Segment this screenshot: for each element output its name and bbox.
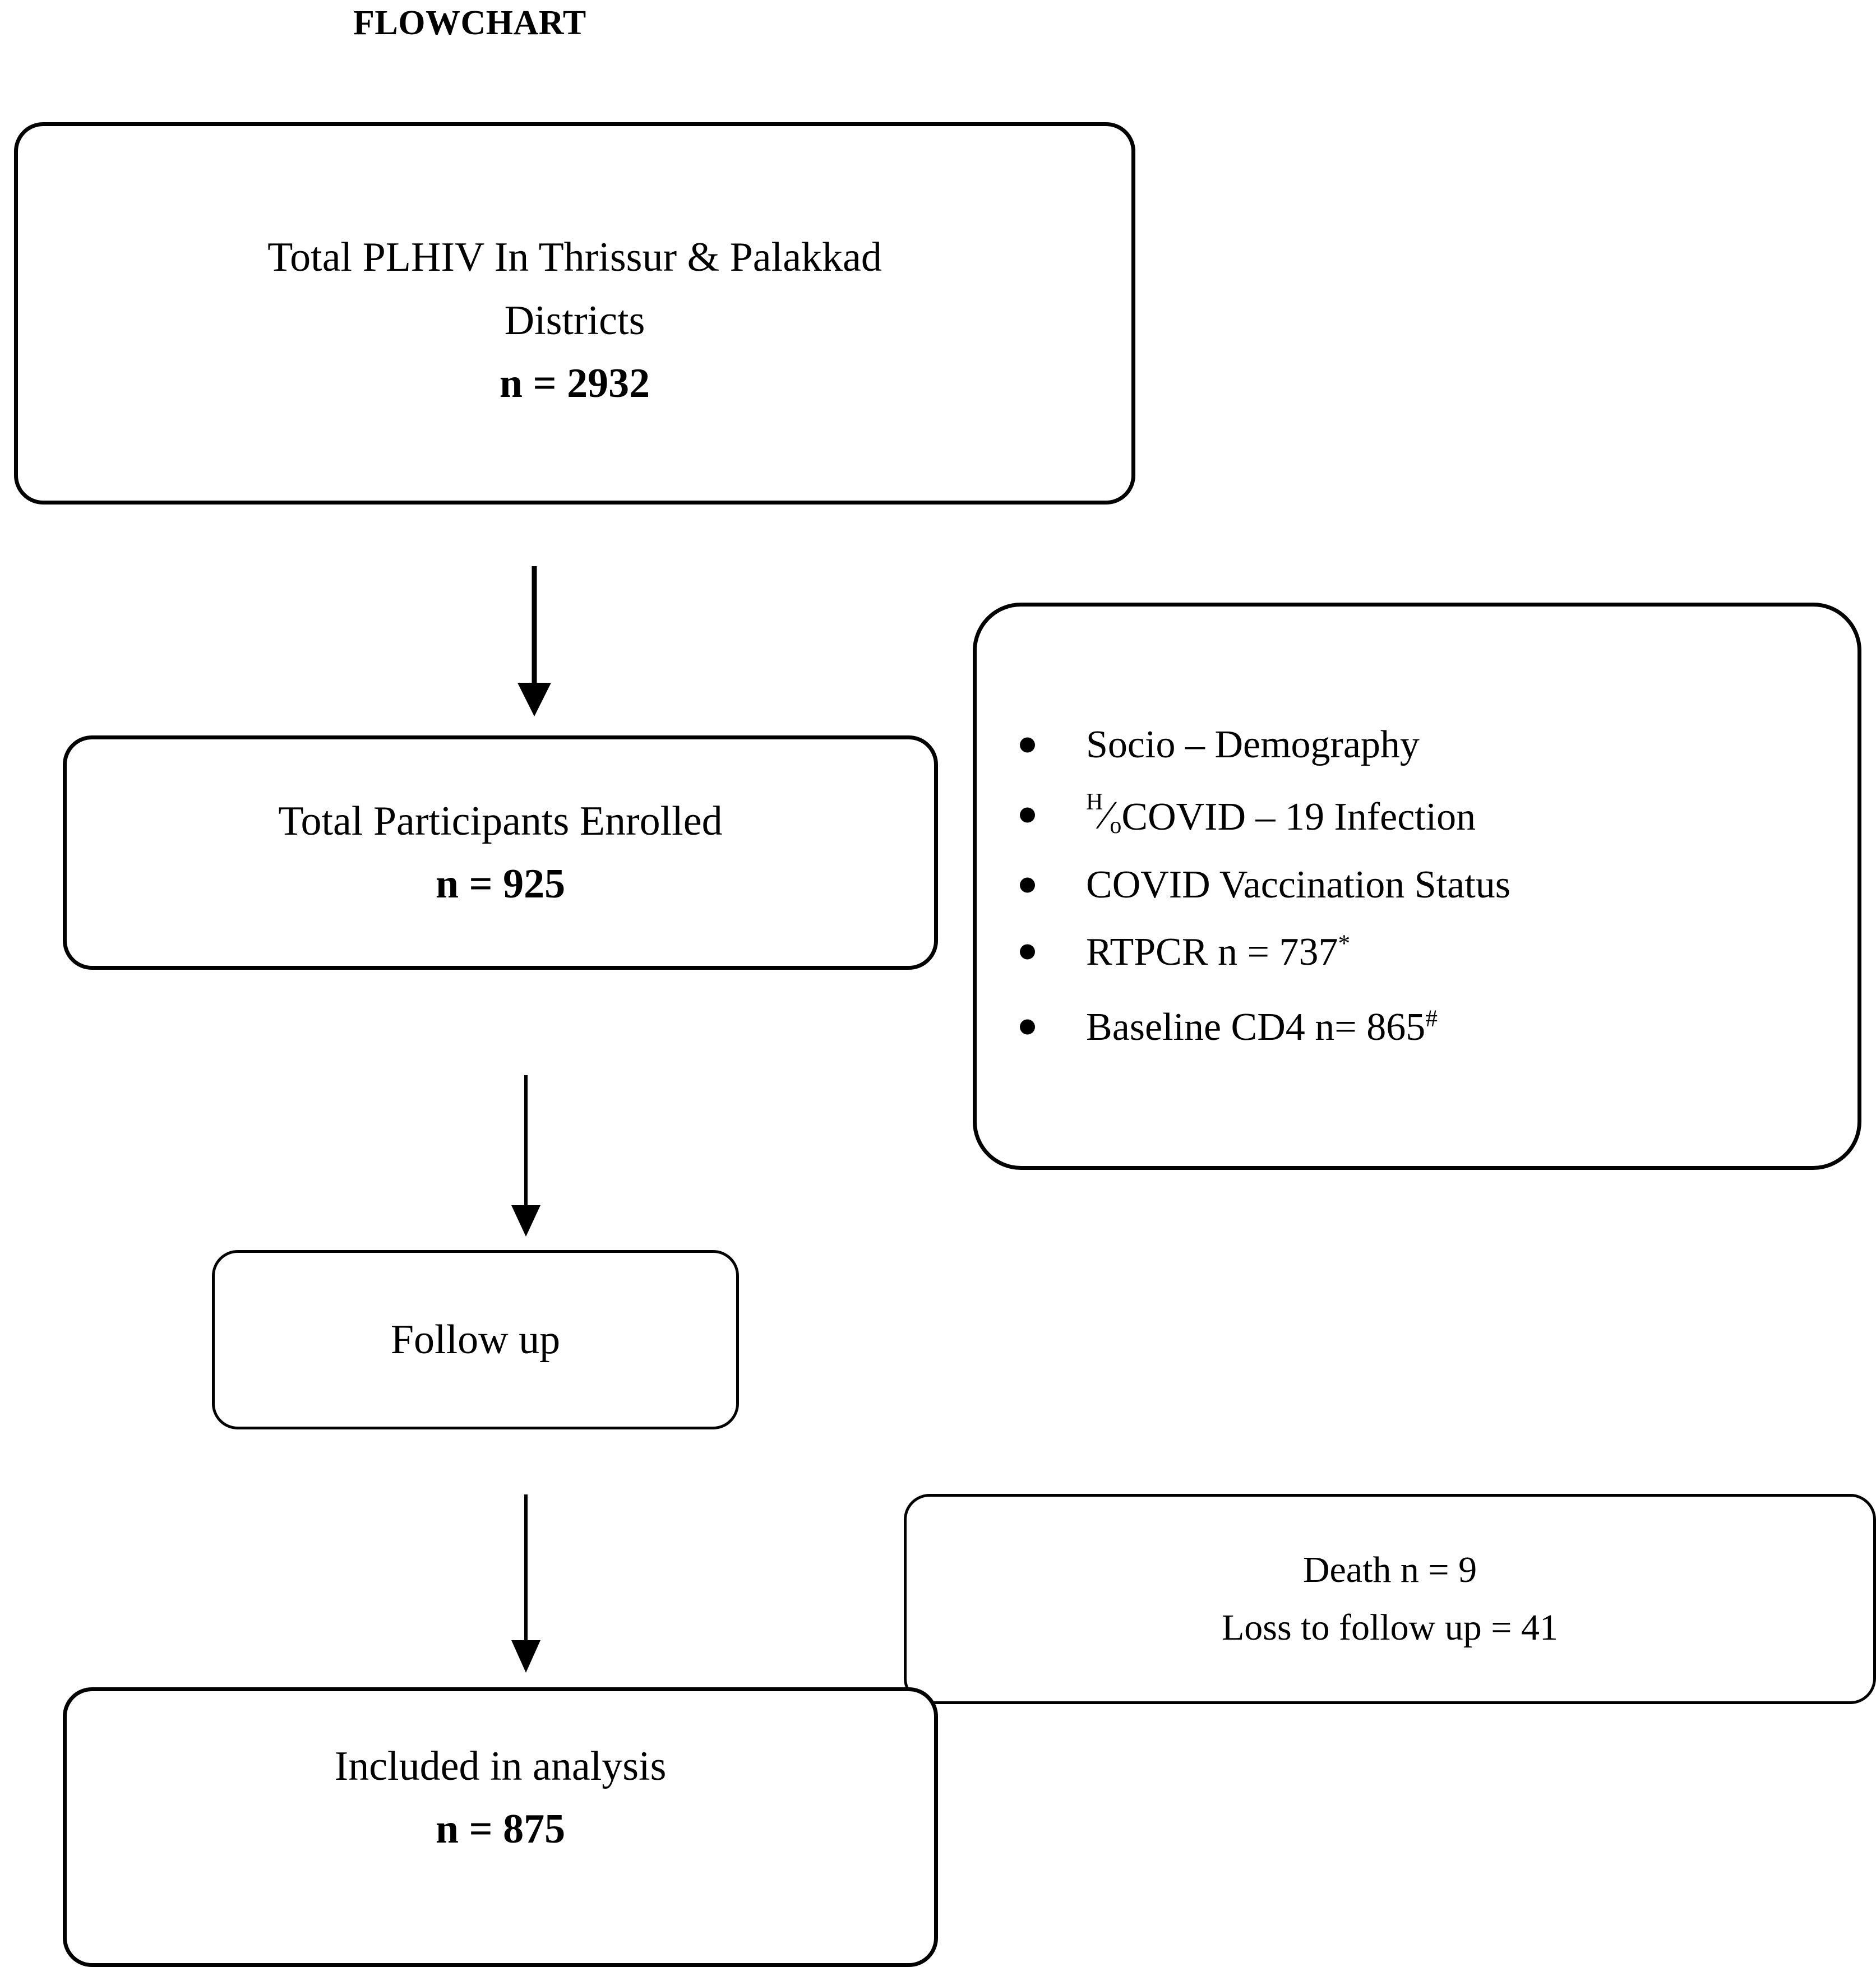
- node-total-participants-enrolled: Total Participants Enrolled n = 925: [63, 735, 938, 970]
- arrow-shaft: [532, 566, 537, 685]
- node-enrolled-content: Total Participants Enrolled n = 925: [278, 790, 722, 916]
- list-item: RTPCR n = 737*: [1020, 930, 1510, 974]
- node-enrolled-line1: Total Participants Enrolled: [278, 798, 723, 844]
- list-item: Socio – Demography: [1020, 723, 1510, 767]
- node-total-plhiv-content: Total PLHIV In Thrissur & Palakkad Distr…: [267, 211, 882, 415]
- node-measures-collected: Socio – Demography H⁄o COVID – 19 Infect…: [973, 603, 1861, 1170]
- arrow-enrolled-to-followup-icon: [501, 1075, 551, 1237]
- node-enrolled-count: n = 925: [435, 861, 566, 907]
- history-of-glyph: H⁄o: [1086, 790, 1121, 837]
- page-title: FLOWCHART: [353, 4, 586, 42]
- measures-list: Socio – Demography H⁄o COVID – 19 Infect…: [977, 725, 1510, 1047]
- bullet-dot-icon: [1020, 1019, 1035, 1035]
- history-of-h: H: [1086, 789, 1103, 816]
- arrow-followup-to-included-icon: [501, 1494, 551, 1673]
- node-total-plhiv: Total PLHIV In Thrissur & Palakkad Distr…: [14, 122, 1135, 505]
- node-dropout-line1: Death n = 9: [1302, 1549, 1477, 1591]
- node-included-count: n = 875: [435, 1806, 566, 1853]
- node-followup-line1: Follow up: [390, 1316, 561, 1363]
- bullet-dot-icon: [1020, 807, 1035, 823]
- measure-label: COVID – 19 Infection: [1121, 795, 1476, 839]
- history-of-o: o: [1110, 813, 1122, 839]
- measure-label: RTPCR n = 737: [1086, 931, 1338, 974]
- arrow-shaft: [524, 1494, 528, 1641]
- arrow-head: [517, 683, 551, 716]
- node-follow-up: Follow up: [212, 1250, 739, 1429]
- arrow-head: [511, 1640, 540, 1673]
- node-included-content: Included in analysis n = 875: [335, 1691, 667, 1861]
- node-total-plhiv-line2: Districts: [504, 297, 645, 344]
- bullet-dot-icon: [1020, 944, 1035, 960]
- arrow-head: [511, 1205, 540, 1237]
- node-total-plhiv-count: n = 2932: [499, 360, 650, 407]
- bullet-dot-icon: [1020, 737, 1035, 753]
- node-total-plhiv-line1: Total PLHIV In Thrissur & Palakkad: [267, 234, 882, 281]
- arrow-plhiv-to-enrolled-icon: [508, 566, 561, 716]
- measure-label: COVID Vaccination Status: [1086, 863, 1510, 907]
- measure-label: Socio – Demography: [1086, 723, 1420, 767]
- list-item: COVID Vaccination Status: [1020, 863, 1510, 907]
- node-included-in-analysis: Included in analysis n = 875: [63, 1687, 938, 1967]
- list-item: H⁄o COVID – 19 Infection: [1020, 790, 1510, 839]
- node-followup-content: Follow up: [391, 1308, 560, 1371]
- node-dropout: Death n = 9 Loss to follow up = 41: [904, 1494, 1876, 1704]
- node-included-line1: Included in analysis: [334, 1743, 667, 1789]
- list-item: Baseline CD4 n= 865#: [1020, 1005, 1510, 1049]
- arrow-shaft: [524, 1075, 528, 1207]
- bullet-dot-icon: [1020, 877, 1035, 893]
- footnote-marker-hash: #: [1425, 1005, 1438, 1032]
- node-dropout-line2: Loss to follow up = 41: [1221, 1607, 1559, 1648]
- node-dropout-content: Death n = 9 Loss to follow up = 41: [1222, 1542, 1558, 1656]
- measure-label: Baseline CD4 n= 865: [1086, 1005, 1426, 1049]
- footnote-marker-asterisk: *: [1338, 930, 1351, 957]
- history-of-slash: ⁄: [1103, 793, 1110, 838]
